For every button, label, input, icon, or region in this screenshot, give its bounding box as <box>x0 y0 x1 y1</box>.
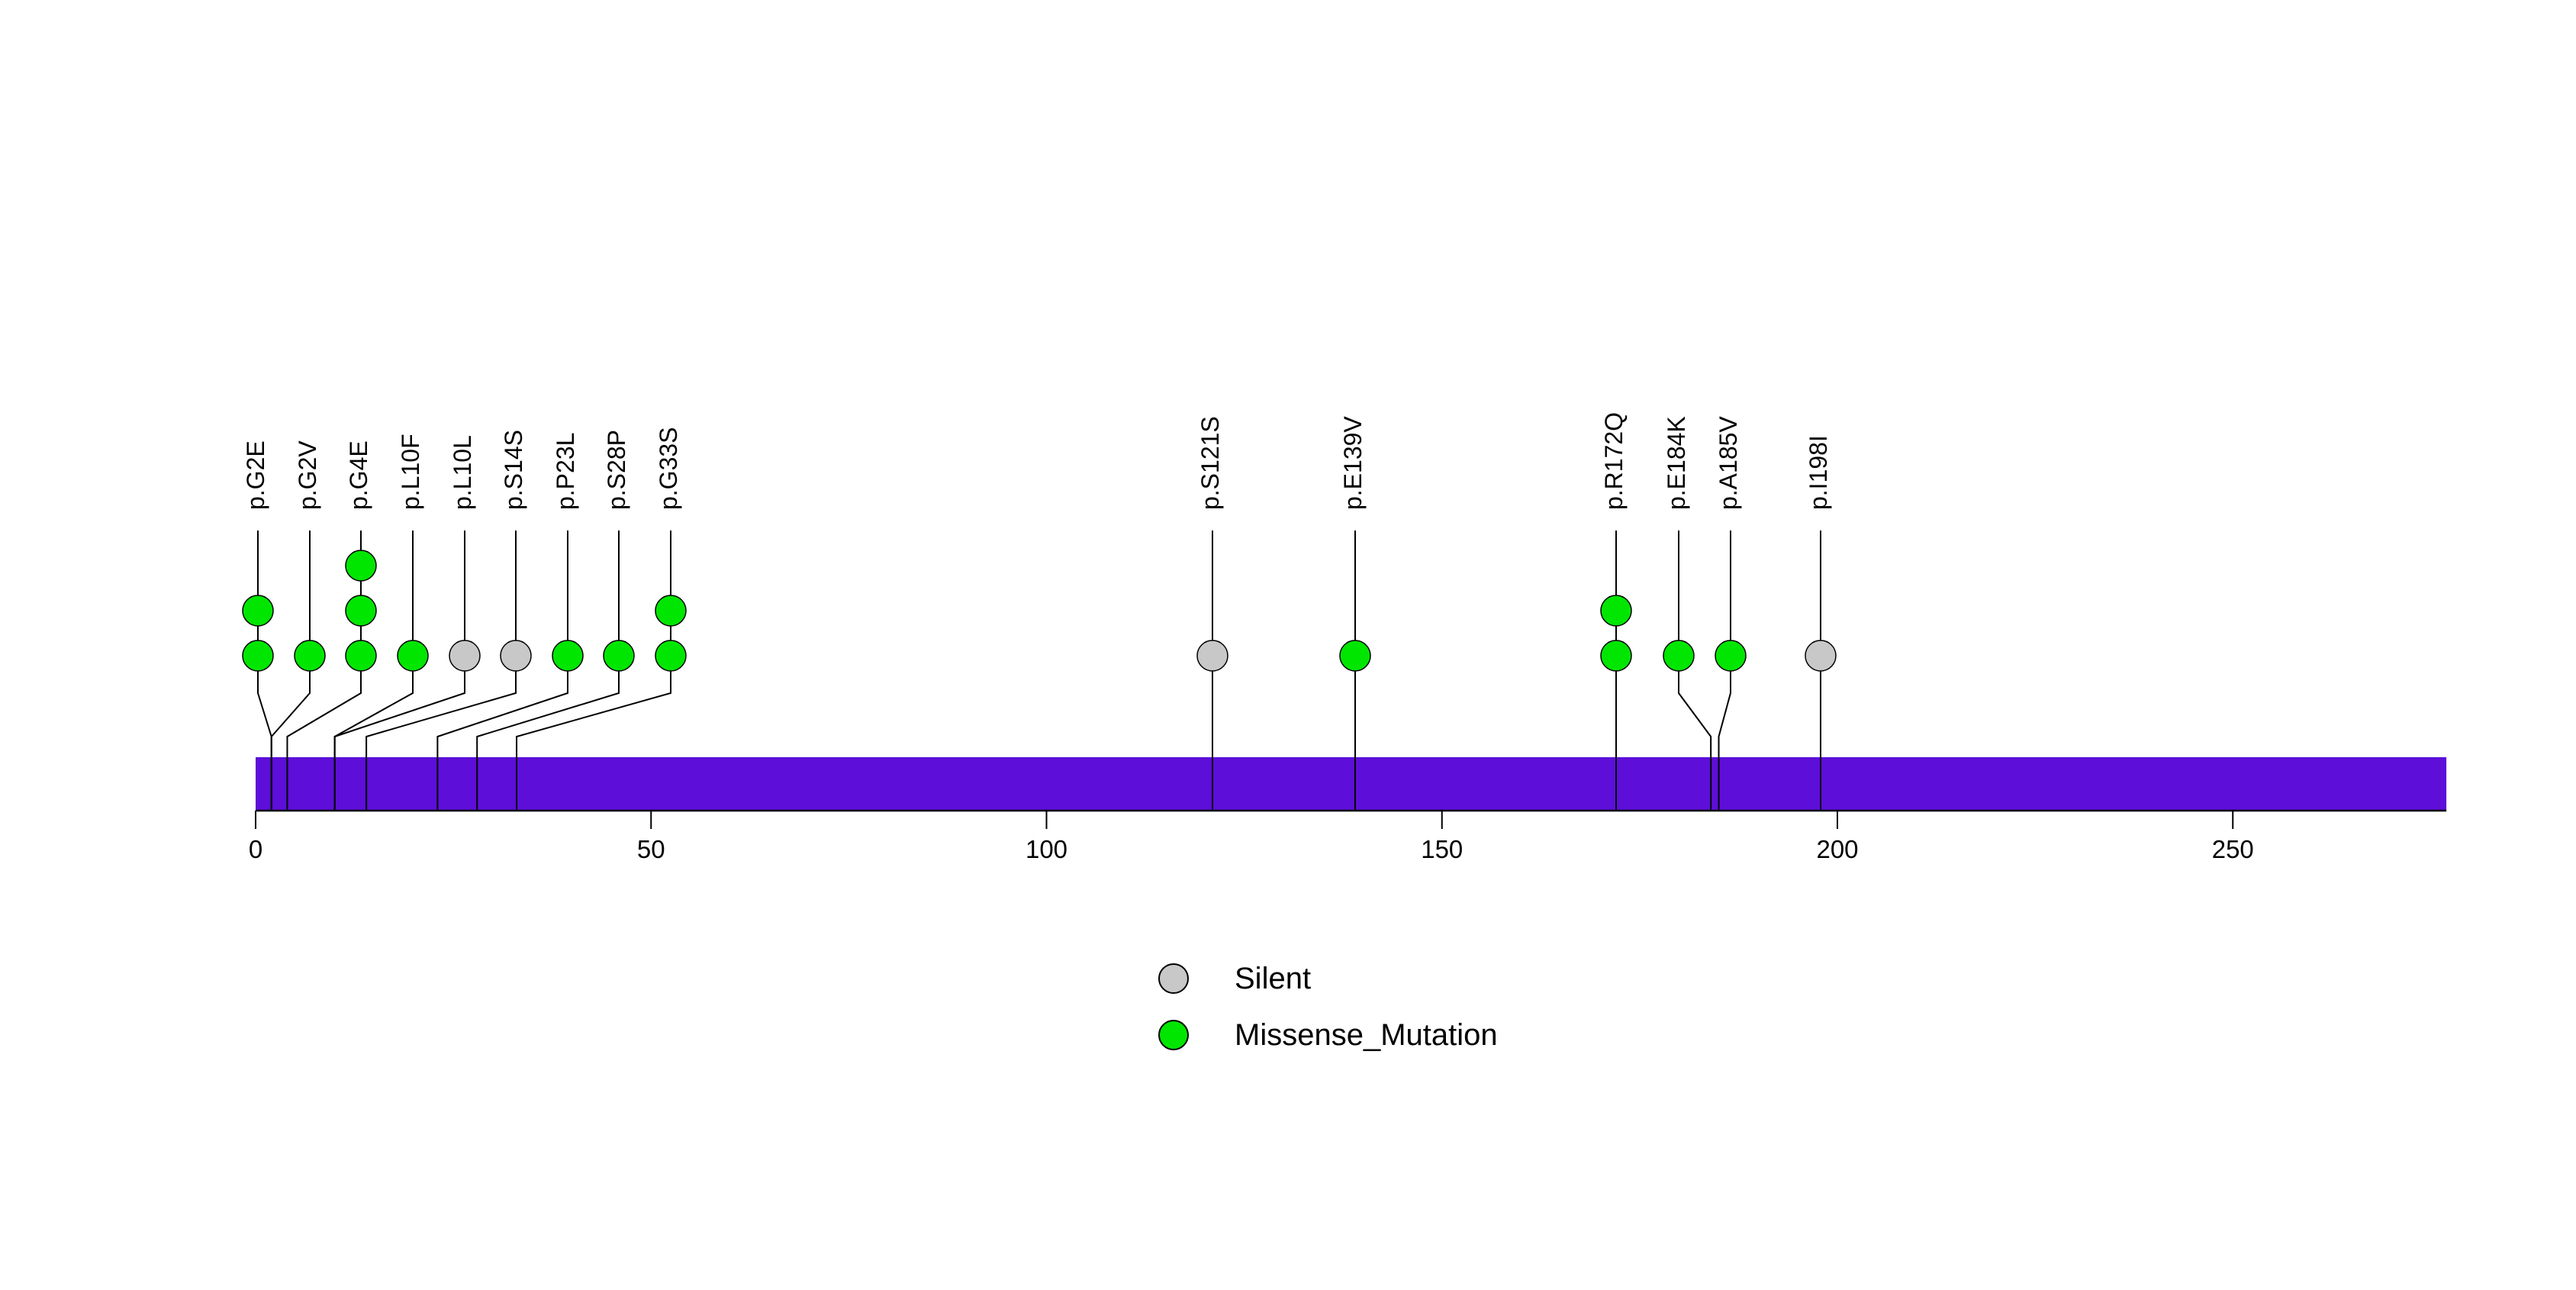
lollipop-stem <box>365 531 517 811</box>
lollipop-stem <box>270 531 311 811</box>
mutation-label: p.S14S <box>500 430 527 510</box>
lollipop-stem <box>1718 531 1731 811</box>
mutation-label: p.L10L <box>449 435 476 510</box>
mutation-circle <box>1600 640 1632 672</box>
mutation-label: p.E184K <box>1663 416 1690 510</box>
mutation-circle <box>552 640 584 672</box>
x-axis-tick-label: 150 <box>1421 835 1463 863</box>
mutation-circle <box>345 550 377 582</box>
mutation-circle <box>345 595 377 627</box>
mutation-label: p.A185V <box>1715 416 1742 510</box>
mutation-circle <box>1339 640 1371 672</box>
mutation-circle <box>449 640 481 672</box>
mutation-label: p.G33S <box>655 427 682 510</box>
mutation-label: p.S28P <box>603 430 630 510</box>
mutation-circle <box>242 595 274 627</box>
mutation-circle <box>294 640 326 672</box>
lollipop-stem <box>333 531 465 811</box>
mutation-circle <box>500 640 532 672</box>
legend: Silent Missense_Mutation <box>1158 960 1498 1073</box>
x-axis-tick-label: 200 <box>1816 835 1858 863</box>
legend-item-silent: Silent <box>1158 960 1498 997</box>
legend-item-missense: Missense_Mutation <box>1158 1017 1498 1053</box>
mutation-label: p.G4E <box>345 440 372 510</box>
mutation-circle <box>345 640 377 672</box>
legend-label: Silent <box>1235 961 1312 995</box>
x-axis-tick-label: 250 <box>2212 835 2254 863</box>
mutation-label: p.G2E <box>242 440 269 510</box>
missense-swatch-icon <box>1158 1020 1189 1050</box>
lollipop-stem <box>436 531 568 811</box>
mutation-circle <box>1663 640 1695 672</box>
mutation-circle <box>603 640 635 672</box>
mutation-label: p.S121S <box>1196 416 1224 510</box>
mutation-label: p.E139V <box>1339 416 1367 510</box>
legend-label: Missense_Mutation <box>1235 1017 1498 1052</box>
x-axis-tick-label: 50 <box>637 835 665 863</box>
mutation-circle <box>242 640 274 672</box>
mutation-label: p.L10F <box>397 434 424 510</box>
mutation-circle <box>1715 640 1747 672</box>
mutation-circle <box>397 640 429 672</box>
mutation-circle <box>1600 595 1632 627</box>
lollipop-stem <box>476 531 620 811</box>
silent-swatch-icon <box>1158 963 1189 994</box>
mutation-circle <box>655 595 687 627</box>
mutation-circle <box>655 640 687 672</box>
lollipop-stem <box>1678 531 1712 811</box>
protein-domain-bar <box>256 757 2447 811</box>
mutation-circle <box>1805 640 1837 672</box>
x-axis-tick-label: 0 <box>249 835 262 863</box>
mutation-label: p.R172Q <box>1600 412 1628 510</box>
mutation-label: p.G2V <box>294 440 321 510</box>
mutation-label: p.P23L <box>552 433 579 510</box>
x-axis-tick-label: 100 <box>1026 835 1067 863</box>
mutation-circle <box>1196 640 1228 672</box>
mutation-label: p.I198I <box>1805 435 1832 510</box>
